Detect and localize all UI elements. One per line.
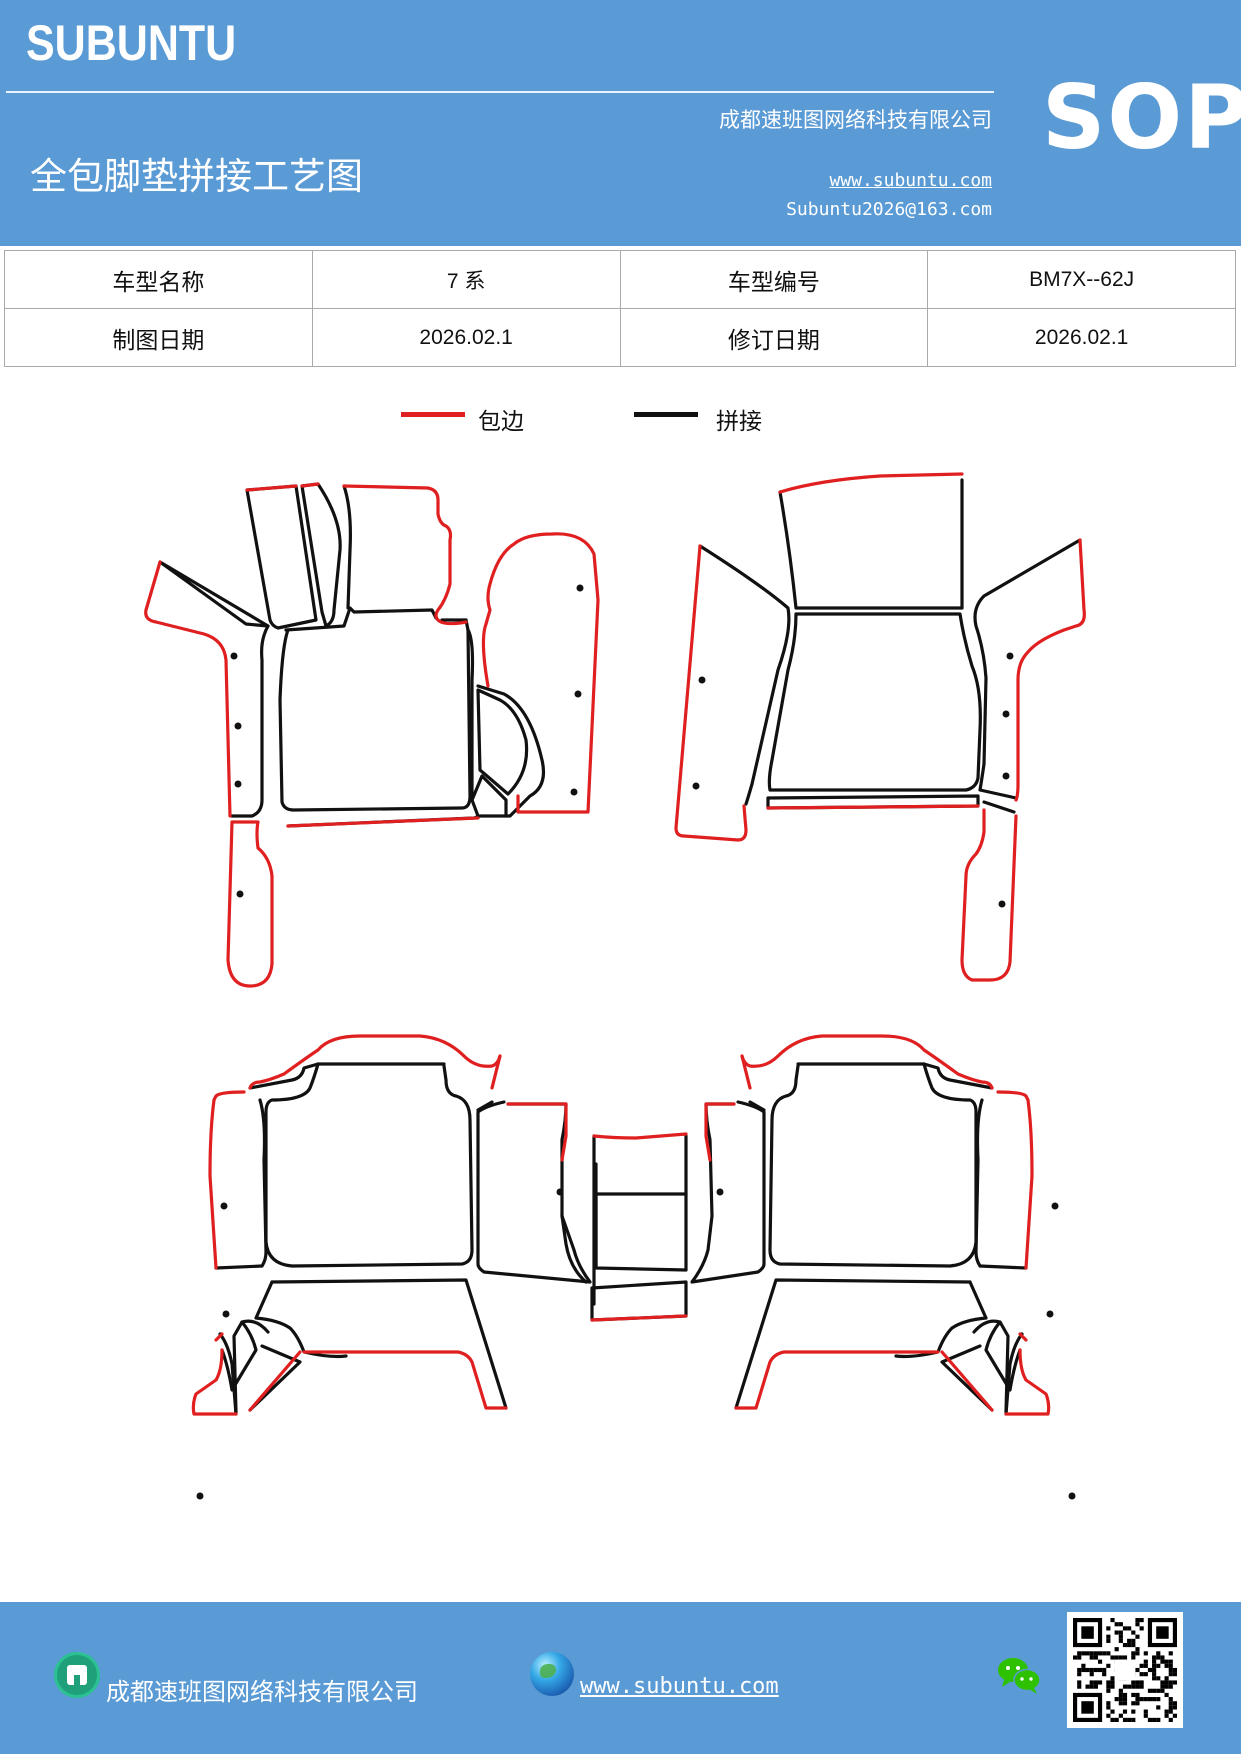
qr-code [1067,1612,1183,1728]
legend-join-label: 拼接 [716,409,762,435]
model-name-value: 7 系 [311,250,621,309]
info-table: 车型名称 7 系 车型编号 BM7X--62J 制图日期 2026.02.1 修… [4,250,1236,367]
sop-mark: SOP [1042,66,1241,169]
model-name-label: 车型名称 [4,250,313,309]
floor-mat-diagram [144,472,1086,1500]
building-icon [54,1652,100,1698]
wechat-icon[interactable] [996,1654,1042,1696]
company-name: 成都速班图网络科技有限公司 [719,108,992,132]
info-row: 车型名称 7 系 车型编号 BM7X--62J [4,250,1236,309]
revise-date-value: 2026.02.1 [927,308,1236,367]
join-lines [158,478,1082,1416]
info-row: 制图日期 2026.02.1 修订日期 2026.02.1 [4,308,1236,367]
qr-code-pattern [1073,1618,1177,1722]
draw-date-value: 2026.02.1 [311,308,621,367]
legend-join-swatch [634,412,698,417]
legend-edge-label: 包边 [478,409,524,435]
model-code-value: BM7X--62J [927,250,1236,309]
website-link[interactable]: www.subuntu.com [829,170,992,191]
legend-edge-swatch [401,412,465,417]
alignment-dots [196,584,1076,1500]
page-title: 全包脚垫拼接工艺图 [30,155,363,198]
draw-date-label: 制图日期 [4,308,313,367]
email-address: Subuntu2026@163.com [786,199,992,220]
globe-icon [530,1652,574,1696]
revise-date-label: 修订日期 [619,308,929,367]
footer-company: 成都速班图网络科技有限公司 [106,1678,418,1706]
footer-website-link[interactable]: www.subuntu.com [580,1674,779,1699]
header-banner: SUBUNTU SOP 成都速班图网络科技有限公司 全包脚垫拼接工艺图 www.… [0,0,1241,246]
legend: 包边 拼接 [0,398,1241,438]
brand-logo: SUBUNTU [26,15,237,71]
edge-lines [144,472,1086,1416]
model-code-label: 车型编号 [619,250,929,309]
header-divider [6,91,994,93]
footer-banner: 成都速班图网络科技有限公司 www.subuntu.com [0,1602,1241,1754]
